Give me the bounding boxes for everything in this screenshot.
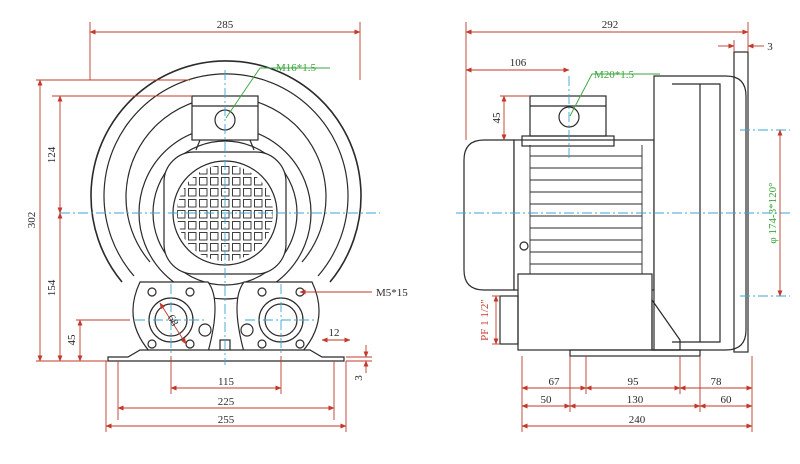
dim-base-thickness: 3 — [353, 375, 365, 381]
terminal-box — [521, 95, 615, 147]
side-dimension-texts: 292 3 106 45 PF 1 1/2" 67 95 78 50 130 6… — [479, 19, 773, 426]
dim-port-thread: PF 1 1/2" — [479, 299, 491, 341]
housing-flange — [733, 51, 749, 353]
side-base — [569, 349, 701, 357]
dim-row2-a: 50 — [541, 394, 553, 406]
flange-bolt — [185, 287, 195, 297]
callout-box-thread: M20*1.5 — [594, 69, 635, 81]
side-outlet-block — [517, 273, 653, 351]
lifting-box — [191, 95, 259, 151]
dim-row2-b: 130 — [627, 394, 644, 406]
dim-bolt-size: 12 — [329, 327, 340, 339]
dim-outlet-spacing: 115 — [218, 376, 235, 388]
dim-row1-b: 95 — [628, 376, 640, 388]
side-port — [499, 295, 519, 345]
flange-bolt — [147, 287, 157, 297]
side-callout-leader — [569, 73, 660, 117]
flange-bolt — [257, 287, 267, 297]
motor-end-cap — [463, 139, 515, 291]
flange-bolt — [147, 339, 157, 349]
callout-flange-thread: M5*15 — [376, 287, 408, 299]
flange-bolt — [295, 339, 305, 349]
dim-upper-height: 124 — [46, 146, 58, 163]
front-dimension-texts: 285 302 124 154 45 115 225 255 12 3 68 M… — [26, 19, 408, 426]
front-view — [90, 60, 362, 362]
dim-lower-height: 154 — [46, 279, 58, 296]
flange-boss — [198, 323, 212, 337]
front-housing-ring — [103, 73, 349, 277]
dim-row1-a: 67 — [549, 376, 561, 388]
dim-bolt-circle: φ 174-3*120° — [767, 182, 779, 243]
dim-flange-thickness: 3 — [767, 41, 773, 53]
dim-length-total: 292 — [602, 19, 619, 31]
motor-screw — [519, 241, 529, 251]
dim-foot-spacing: 225 — [218, 396, 235, 408]
front-housing-outline — [90, 60, 362, 283]
dim-height-total: 302 — [26, 212, 38, 229]
dim-box-height: 45 — [491, 112, 503, 124]
side-view — [463, 51, 749, 357]
side-dimensions — [465, 22, 783, 432]
blower-housing-inner — [672, 83, 721, 343]
front-callout-leader — [225, 67, 330, 119]
dim-row2-c: 60 — [721, 394, 733, 406]
dim-base-width: 255 — [218, 414, 235, 426]
motor-body — [513, 139, 655, 291]
front-dimensions — [36, 22, 372, 432]
callout-lifting-thread: M16*1.5 — [276, 62, 317, 74]
dim-foot-height: 45 — [66, 334, 78, 346]
flange-bolt — [257, 339, 267, 349]
front-base-foot — [107, 349, 345, 362]
flange-boss — [240, 323, 254, 337]
dim-box-offset: 106 — [510, 57, 527, 69]
dim-width-total: 285 — [217, 19, 234, 31]
dim-row1-c: 78 — [711, 376, 723, 388]
dim-base-length: 240 — [629, 414, 646, 426]
